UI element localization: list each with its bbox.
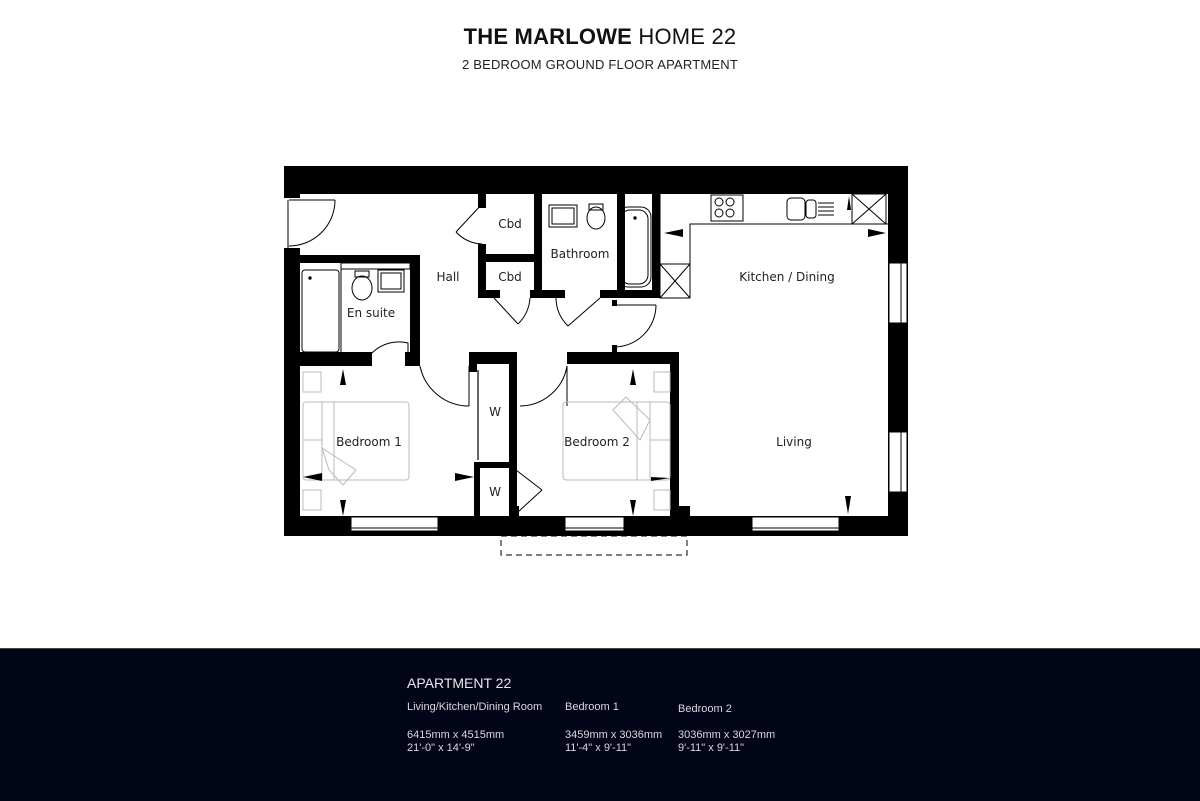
room-label-living: Living (776, 435, 812, 449)
floor-plan: Hall Cbd Cbd Bathroom En suite Kitchen /… (284, 166, 908, 556)
title-rest: HOME 22 (638, 24, 737, 49)
ensuite-fixtures (301, 262, 411, 354)
cupboard-walls (478, 194, 660, 298)
room-label-bedroom-2: Bedroom 2 (564, 435, 630, 449)
page-title: THE MARLOWE HOME 22 (0, 24, 1200, 50)
room-spec-metric: 3036mm x 3027mm (678, 729, 776, 741)
page-subtitle: 2 BEDROOM GROUND FLOOR APARTMENT (461, 57, 739, 72)
room-spec-imperial: 11'-4" x 9'-11" (565, 742, 632, 754)
room-spec-metric: 6415mm x 4515mm (407, 729, 505, 741)
bedroom-doors (419, 365, 568, 513)
room-spec-imperial: 21'-0" x 14'-9" (407, 742, 475, 754)
room-spec-bedroom-2: Bedroom 2 3036mm x 3027mm 9'-11" x 9'-11… (678, 701, 775, 754)
room-label-wardrobe-2: W (489, 485, 501, 499)
cupboard-doors (455, 203, 601, 327)
room-label-kitchen-dining: Kitchen / Dining (739, 270, 835, 284)
room-spec-imperial: 9'-11" x 9'-11" (678, 742, 745, 754)
terrace-outline (500, 535, 688, 556)
bedroom2-bed (562, 371, 671, 511)
bedroom1-bed (302, 371, 410, 511)
direction-arrows (303, 369, 851, 516)
kitchen-arrows (664, 196, 886, 237)
room-label-hall: Hall (436, 270, 459, 284)
room-label-bathroom: Bathroom (551, 247, 610, 261)
room-label-bedroom-1: Bedroom 1 (336, 435, 402, 449)
bedroom-walls (284, 352, 690, 522)
room-label-ensuite: En suite (347, 306, 395, 320)
windows (350, 262, 908, 532)
room-spec-bedroom-1: Bedroom 1 3459mm x 3036mm 11'-4" x 9'-11… (565, 701, 662, 754)
room-spec-label: Bedroom 1 (565, 701, 619, 713)
room-spec-metric: 3459mm x 3036mm (565, 729, 663, 741)
room-spec-label: Living/Kitchen/Dining Room (407, 701, 543, 713)
room-label-cbd-2: Cbd (498, 270, 522, 284)
hall-kitchen-door (613, 304, 657, 348)
room-label-cbd-1: Cbd (498, 217, 522, 231)
entrance-door (284, 198, 336, 248)
footer-panel: APARTMENT 22 Living/Kitchen/Dining Room … (0, 648, 1200, 801)
room-label-wardrobe-1: W (489, 405, 501, 419)
room-spec-label: Bedroom 2 (678, 703, 732, 715)
apartment-title: APARTMENT 22 (407, 675, 512, 691)
kitchen-counter (659, 193, 888, 299)
room-spec-living: Living/Kitchen/Dining Room 6415mm x 4515… (407, 701, 542, 754)
bathroom-fixtures (548, 203, 652, 288)
title-bold: THE MARLOWE (463, 24, 633, 49)
